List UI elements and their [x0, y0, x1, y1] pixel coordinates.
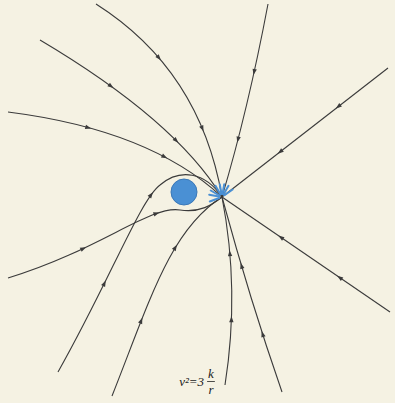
arrowhead [107, 83, 113, 88]
arrowhead [278, 148, 284, 153]
spike [210, 198, 219, 201]
arrowhead [173, 137, 179, 143]
arrowhead [199, 125, 203, 131]
arrowhead [153, 212, 159, 216]
arrowhead [138, 318, 142, 324]
spike [224, 190, 232, 196]
arrowhead [148, 192, 153, 198]
arrowhead [85, 125, 91, 129]
arrowhead [229, 316, 233, 322]
trajectory [8, 197, 222, 278]
trajectories [8, 4, 390, 396]
trajectory [58, 175, 222, 372]
trajectory [96, 4, 222, 197]
spike [220, 184, 222, 194]
focus-spikes [209, 184, 232, 201]
arrowhead [240, 263, 244, 269]
arrowhead [80, 247, 86, 252]
trajectory [222, 197, 282, 392]
planet [171, 179, 197, 205]
formula-text: v²=3 [179, 375, 204, 388]
spike [209, 195, 219, 197]
trajectory [222, 4, 268, 197]
trajectory [222, 68, 388, 197]
arrowhead [337, 276, 343, 281]
arrowhead [101, 281, 106, 287]
trajectory [222, 197, 390, 312]
trajectory [112, 197, 222, 396]
arrowhead [172, 245, 177, 251]
arrowhead [228, 250, 232, 256]
arrowheads [80, 54, 344, 337]
arrowhead [336, 103, 342, 108]
arrowhead [278, 236, 284, 241]
arrowhead [261, 331, 265, 337]
arrowhead [253, 69, 257, 75]
trajectory [222, 197, 232, 385]
arrowhead [161, 154, 167, 159]
arrowhead [155, 54, 161, 60]
trajectory [40, 40, 222, 197]
arrowhead [237, 136, 241, 142]
fraction-part: r [208, 383, 213, 396]
fraction-part: k [208, 367, 214, 380]
fraction-bar [207, 381, 215, 382]
